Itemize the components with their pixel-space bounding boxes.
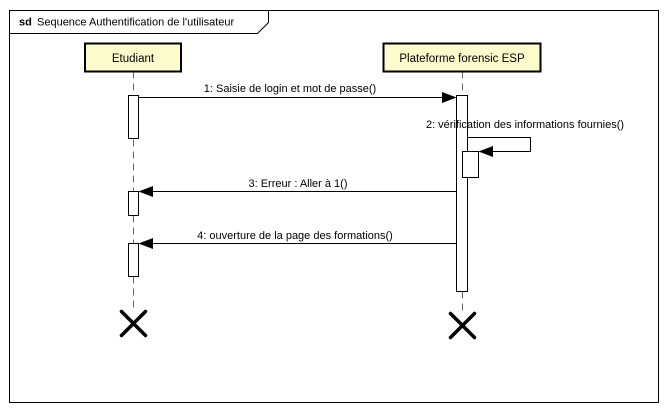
destruction-x-etudiant-icon [119, 309, 148, 338]
message-2-line [467, 137, 531, 152]
message-4-label: 4: ouverture de la page des formations() [197, 230, 393, 242]
lifeline-head-etudiant-label: Etudiant [112, 53, 155, 65]
message-1: 1: Saisie de login et mot de passe() [138, 83, 457, 103]
diagram-frame [9, 10, 659, 403]
activation-etudiant-1 [128, 95, 139, 139]
frame-title: Sequence Authentification de l'utilisate… [37, 17, 235, 29]
lifeline-head-etudiant [84, 42, 182, 73]
activation-bars [128, 95, 479, 292]
frame-keyword: sd [19, 17, 32, 29]
activation-etudiant-2 [128, 191, 139, 216]
destruction-x-plateforme-icon [448, 311, 477, 340]
message-1-arrowhead-icon [442, 92, 457, 103]
message-4-arrowhead-icon [138, 238, 153, 249]
activation-etudiant-3 [128, 243, 139, 277]
message-1-label: 1: Saisie de login et mot de passe() [204, 83, 376, 95]
frame-title-tab [9, 10, 269, 34]
message-4: 4: ouverture de la page des formations() [138, 230, 457, 249]
message-2-self: 2: vérification des informations fournie… [426, 119, 624, 157]
message-3-label: 3: Erreur : Aller à 1() [248, 178, 347, 190]
message-3: 3: Erreur : Aller à 1() [138, 178, 457, 197]
activation-plateforme-nested [462, 151, 479, 178]
lifeline-head-plateforme-label: Plateforme forensic ESP [399, 53, 525, 65]
lifeline-head-plateforme [382, 42, 542, 73]
message-2-label: 2: vérification des informations fournie… [426, 119, 624, 131]
message-3-arrowhead-icon [138, 186, 153, 197]
message-2-arrowhead-icon [478, 146, 493, 157]
activation-plateforme-main [456, 95, 468, 292]
